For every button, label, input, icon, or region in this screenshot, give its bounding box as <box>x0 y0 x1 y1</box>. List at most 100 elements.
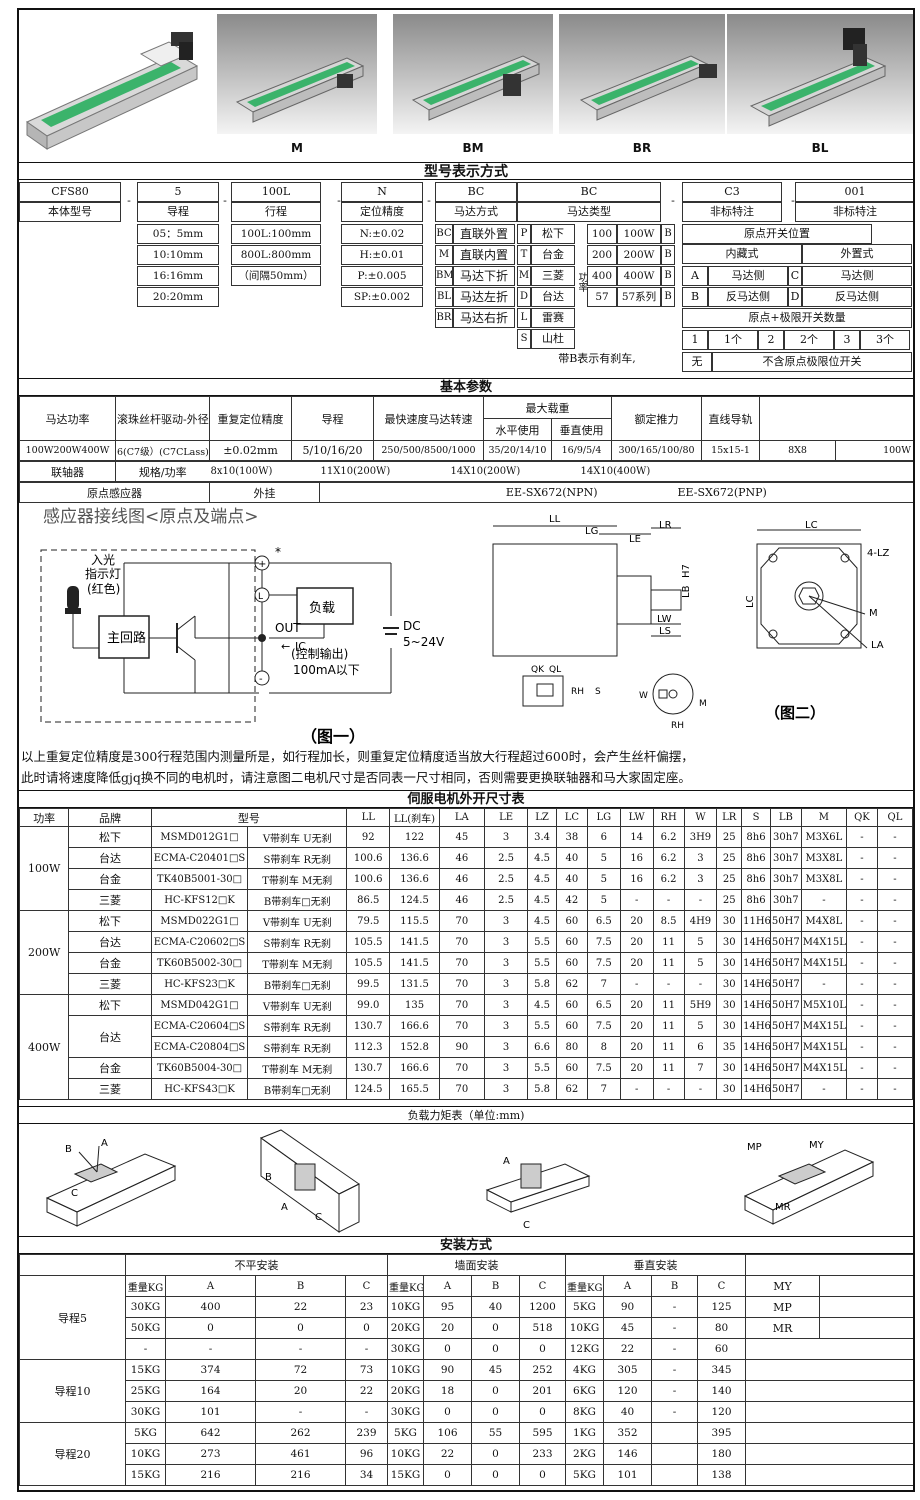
motor-mode-name: 马达下折 <box>453 266 515 286</box>
servo-cell: 3 <box>483 1057 529 1079</box>
coupling-200w-b: 14X10(200W) <box>449 461 580 482</box>
servo-cell: 30h7 <box>769 868 802 890</box>
servo-cell: 50H7 <box>769 931 802 953</box>
motor-brand-name: 台金 <box>531 245 575 265</box>
servo-cell: - <box>846 910 878 932</box>
install-cell: - <box>651 1338 698 1360</box>
svg-text:B: B <box>265 1172 272 1183</box>
svg-text:C: C <box>315 1212 322 1223</box>
install-cell <box>651 1464 698 1486</box>
lead-option: 10:10mm <box>137 245 219 265</box>
servo-cell: 5.5 <box>527 952 557 974</box>
photo-label: M <box>291 141 303 155</box>
install-cell: 95 <box>423 1296 472 1318</box>
servo-cell: 3 <box>483 826 529 848</box>
svg-text:MY: MY <box>809 1140 825 1151</box>
install-sub-hdr: C <box>697 1275 746 1297</box>
servo-cell: - <box>876 868 913 890</box>
servo-cell: 50H7 <box>769 973 802 995</box>
servo-cell: 6.5 <box>586 910 621 932</box>
servo-cell: 3 <box>683 868 718 890</box>
svg-text:负载: 负载 <box>309 601 335 616</box>
install-cell: 120 <box>697 1401 746 1423</box>
separator: - <box>127 194 131 207</box>
install-cell: 461 <box>255 1443 346 1465</box>
builtin-code: B <box>682 287 708 307</box>
install-cell: 252 <box>519 1359 566 1381</box>
servo-cell: 6.6 <box>527 1036 557 1058</box>
servo-cell: 3 <box>483 1036 529 1058</box>
power-code: 100 <box>587 224 617 244</box>
diagram-section: 感应器接线图<原点及端点> 入光 指示灯 (红色) 主回路 <box>19 498 913 748</box>
install-cell: - <box>651 1296 698 1318</box>
model-code: C3 <box>682 182 782 202</box>
servo-cell: 79.5 <box>346 910 391 932</box>
install-cell: 90 <box>603 1296 652 1318</box>
svg-text:LA: LA <box>871 640 884 651</box>
install-cell: 73 <box>345 1359 388 1381</box>
svg-text:(红色): (红色) <box>87 581 120 596</box>
install-sub-hdr: A <box>165 1275 256 1297</box>
count-name: 1个 <box>708 330 758 350</box>
install-cell: 146 <box>603 1443 652 1465</box>
install-sub-hdr: B <box>471 1275 520 1297</box>
precision-option: P:±0.005 <box>341 266 423 286</box>
servo-cell: S带刹车 R无刹 <box>247 1036 348 1058</box>
svg-text:入光: 入光 <box>91 553 115 567</box>
motor-mode-code: BL <box>435 287 453 307</box>
servo-power: 200W <box>19 910 70 995</box>
servo-cell: 11H6 <box>741 910 771 932</box>
servo-cell: - <box>619 1078 654 1100</box>
actuator-main-photo <box>21 14 213 159</box>
servo-cell: 38 <box>555 826 588 848</box>
servo-cell: MSMD022G1□ <box>150 910 249 932</box>
install-cell: 4KG <box>565 1359 604 1381</box>
install-cell: 45 <box>471 1359 520 1381</box>
stroke-option: 100L:100mm <box>231 224 321 244</box>
servo-cell: 4.5 <box>527 889 557 911</box>
servo-cell: 25 <box>716 826 743 848</box>
install-sub-hdr: 重量KG <box>125 1275 166 1297</box>
servo-cell: V带刹车 U无刹 <box>247 826 348 848</box>
servo-cell: 99.0 <box>346 994 391 1016</box>
servo-cell: MSMD042G1□ <box>150 994 249 1016</box>
servo-cell: 25 <box>716 847 743 869</box>
servo-brand: 三菱 <box>68 889 152 911</box>
servo-cell: 30 <box>716 910 743 932</box>
svg-text:LL: LL <box>549 514 561 525</box>
coupling-400w: 14X10(400W) <box>579 461 913 482</box>
servo-cell: M3X8L <box>800 847 848 869</box>
servo-cell: 2.5 <box>483 847 529 869</box>
servo-cell: 5.8 <box>527 973 557 995</box>
servo-cell: 3 <box>483 973 529 995</box>
servo-cell: 3 <box>483 931 529 953</box>
figure-1-label: （图一） <box>301 727 365 746</box>
motor-brand-name: 三菱 <box>531 266 575 286</box>
count-name: 2个 <box>784 330 834 350</box>
servo-cell: - <box>846 994 878 1016</box>
sensor-pnp: EE-SX672(PNP) <box>617 482 913 503</box>
install-cell: 216 <box>255 1464 346 1486</box>
install-cell: - <box>651 1401 698 1423</box>
servo-cell: MSMD012G1□ <box>150 826 249 848</box>
builtin-name: 马达侧 <box>708 266 788 286</box>
servo-cell: 131.5 <box>389 973 440 995</box>
servo-cell: - <box>652 973 685 995</box>
servo-cell: 90 <box>438 1036 485 1058</box>
install-cell: 10KG <box>565 1317 604 1339</box>
load-diagram-horizontal: B A C <box>45 1138 177 1227</box>
install-section: 不平安装 <box>125 1254 388 1276</box>
motor-brand-name: 雷赛 <box>531 308 575 328</box>
servo-brand: 三菱 <box>68 1078 152 1100</box>
svg-text:+: + <box>258 559 266 570</box>
external-name: 马达侧 <box>802 266 912 286</box>
servo-cell: 70 <box>438 931 485 953</box>
servo-cell: 6.2 <box>652 847 685 869</box>
hdr-max-speed: 最快速度马达转速 <box>373 396 484 441</box>
load-moment-drawings: B A C B A C A C <box>19 1124 913 1234</box>
servo-cell: - <box>876 931 913 953</box>
moment-value: 110 <box>819 1275 913 1297</box>
model-code: N <box>341 182 423 202</box>
power-name: 200W <box>617 245 661 265</box>
val-power: 100W200W400W <box>19 440 116 461</box>
